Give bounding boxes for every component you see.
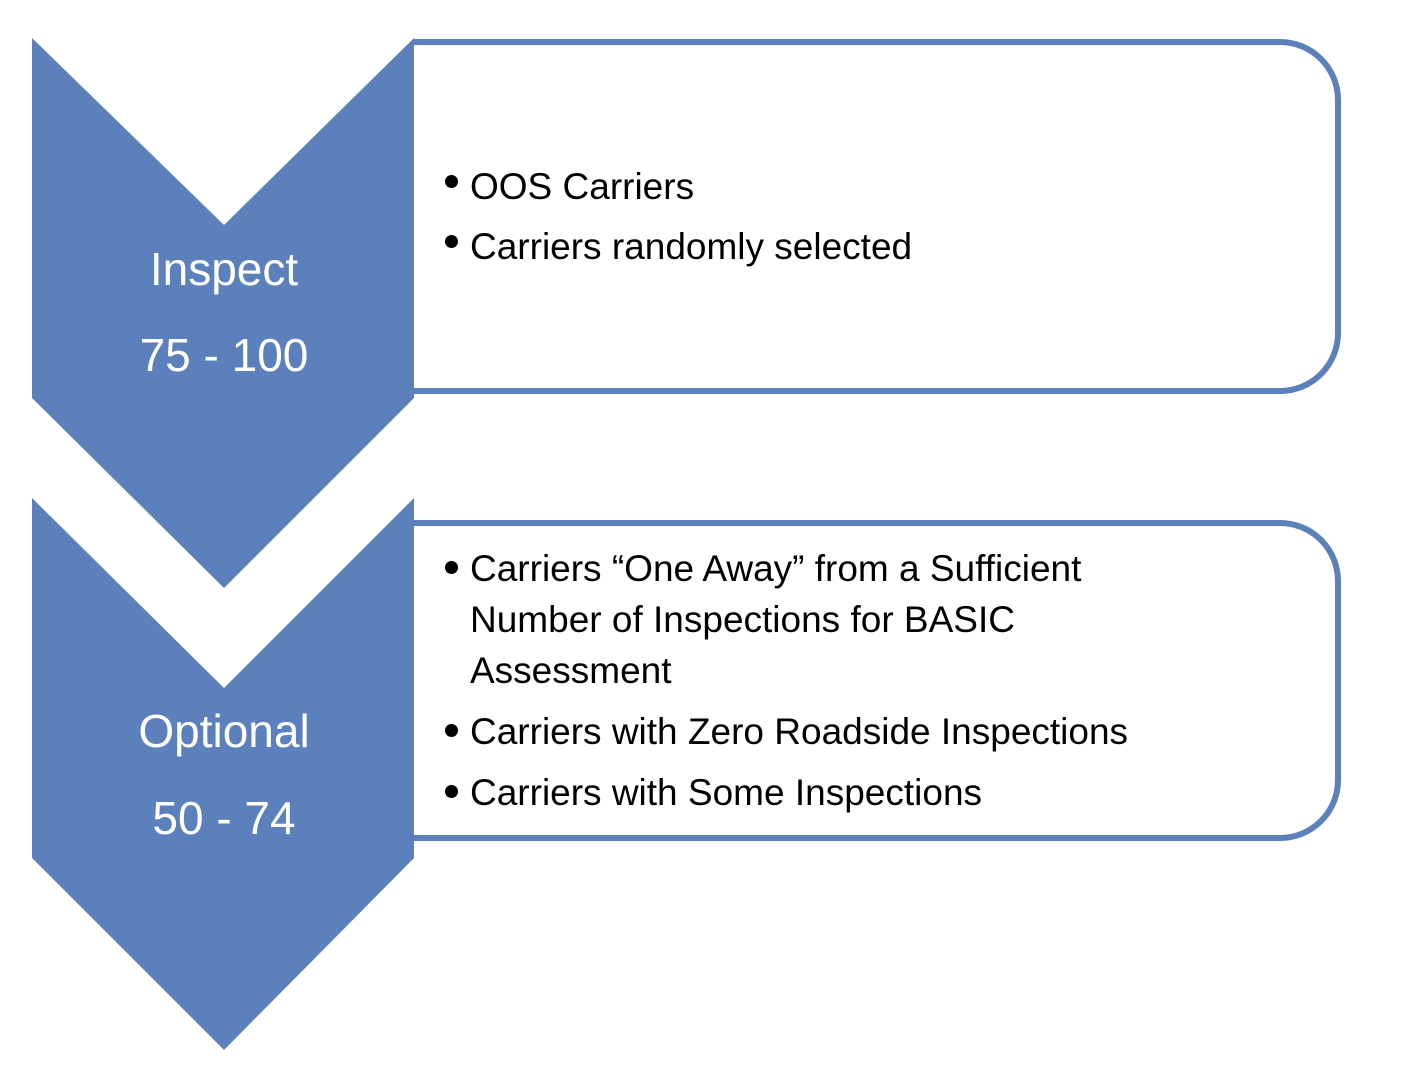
list-item: Carriers with Zero Roadside Inspections <box>442 706 1242 757</box>
list-item: Carriers with Some Inspections <box>442 767 1242 818</box>
stage-2-box <box>414 520 1341 841</box>
stage-2-chevron <box>32 498 414 1050</box>
list-item: Carriers randomly selected <box>442 217 912 277</box>
list-item: OOS Carriers <box>442 157 912 217</box>
list-item: Carriers “One Away” from a Sufficient Nu… <box>442 543 1210 696</box>
stage-2-range: 50 - 74 <box>152 792 296 844</box>
stage-1-box <box>414 39 1341 394</box>
stage-1-chevron <box>32 38 414 588</box>
stage-2-title: Optional <box>138 705 310 757</box>
stage-1-bullets: OOS Carriers Carriers randomly selected <box>442 157 912 277</box>
stage-1-title: Inspect <box>149 243 299 295</box>
stage-2-bullets: Carriers “One Away” from a Sufficient Nu… <box>442 543 1242 828</box>
stage-1-range: 75 - 100 <box>139 329 309 381</box>
